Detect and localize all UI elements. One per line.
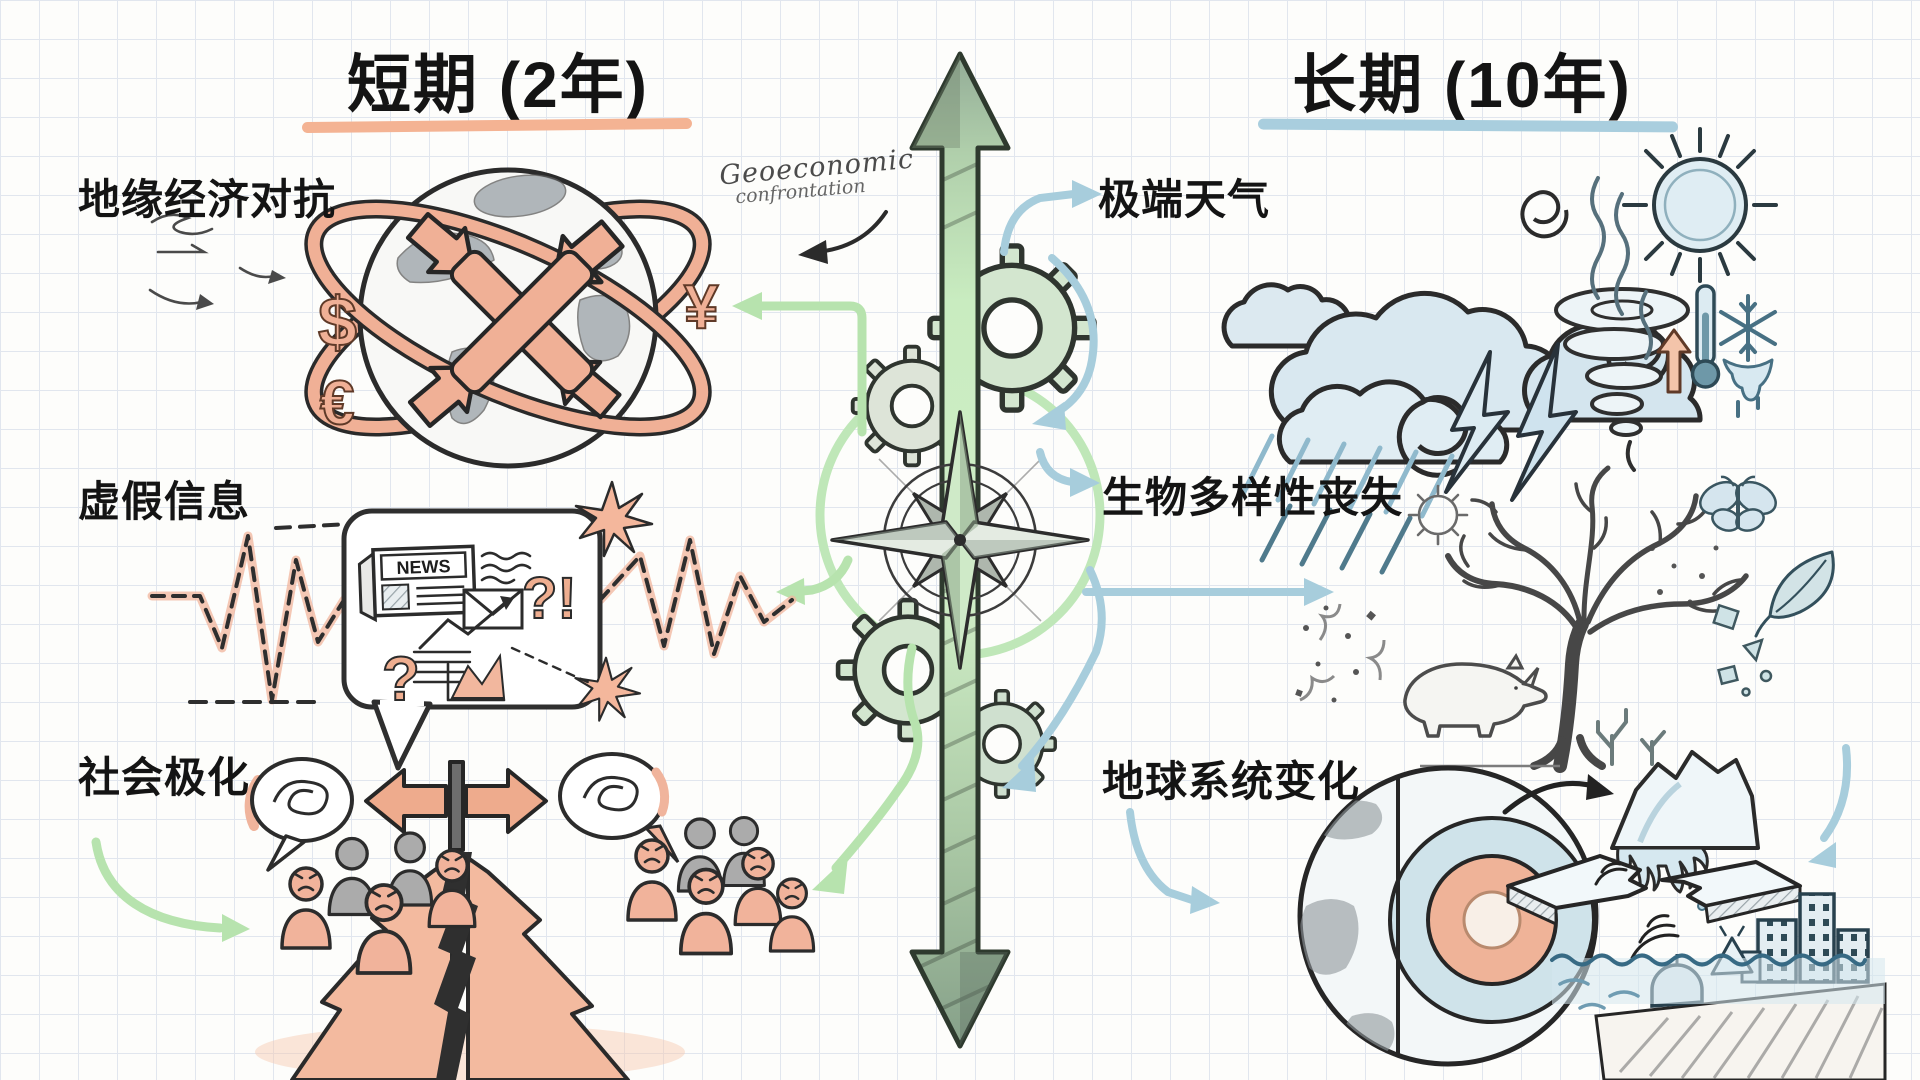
flooded-city-icon (1550, 892, 1887, 1080)
rain-icon (1239, 433, 1455, 575)
connector-arrow-to-geoeconomic (732, 292, 867, 437)
yen-icon: ¥ (684, 273, 719, 342)
connector-arrow-to-misinformation (776, 555, 853, 605)
label-social-polarization: 社会极化 (78, 754, 251, 801)
coral-icon (1596, 708, 1666, 766)
heat-waves-icon (1590, 176, 1653, 360)
svg-text:NEWS: NEWS (396, 556, 451, 578)
connector-arrow-to-polarization (812, 643, 923, 894)
connector-arc-to-earth-system (1002, 566, 1106, 792)
sketch-scribbles (148, 213, 286, 310)
lightning-icon (1444, 342, 1578, 502)
connector-arrow-to-extreme-weather (1000, 180, 1102, 256)
fragments (1712, 603, 1773, 697)
short-term-title: 短期 (2年) (347, 49, 649, 121)
connector-arc-to-city (1808, 744, 1852, 868)
svg-text:?: ? (382, 645, 420, 714)
snowflake-icon (1719, 294, 1777, 418)
thought-bubble-icon-left (244, 757, 354, 872)
dollar-icon: $ (318, 283, 357, 361)
euro-icon: € (320, 369, 354, 438)
earth-to-glacier-arrow (1502, 774, 1614, 815)
compass-rose-icon (830, 410, 1090, 670)
label-geoeconomic-confrontation: 地缘经济对抗 (78, 176, 337, 223)
leaf-icon (1754, 550, 1835, 638)
bubble-content (412, 551, 594, 702)
question-mark-icons: ?! ? (381, 565, 578, 715)
sketch-sun-small (1407, 484, 1469, 546)
storm-cloud-icon (1221, 190, 1703, 478)
thermometer-icon (1656, 284, 1721, 394)
melting-glacier-icon (1610, 750, 1760, 911)
dissolving-particles-icon (1295, 545, 1719, 703)
currency-symbols: $ € ¥ (317, 272, 720, 439)
label-extreme-weather: 极端天气 (1098, 176, 1271, 223)
connector-arrow-biodiversity-horizontal (1082, 578, 1334, 606)
thought-bubble-icon-right (558, 752, 680, 864)
opposing-arrows-icon (364, 760, 548, 852)
connector-arrow-label-to-earth (1126, 808, 1220, 914)
rhino-icon (1403, 653, 1560, 768)
handwriting-arrow (798, 210, 888, 264)
signal-zigzag-icon (147, 522, 797, 705)
svg-text:?!: ?! (522, 566, 577, 631)
tornado-icon (1554, 287, 1690, 472)
sun-icon (1622, 127, 1778, 283)
x-mark-icon (449, 249, 595, 395)
butterfly-icon (1699, 475, 1777, 532)
breaking-ice-sheet-icon (1506, 854, 1802, 960)
label-biodiversity-loss: 生物多样性丧失 (1102, 474, 1404, 521)
connector-arrow-label-to-crowd (91, 837, 250, 942)
label-earth-system-change: 地球系统变化 (1102, 758, 1361, 805)
long-term-title: 长期 (10年) (1292, 49, 1632, 121)
connector-arrow-to-biodiversity (1036, 448, 1100, 497)
label-misinformation: 虚假信息 (78, 478, 251, 525)
dead-tree-icon (1445, 465, 1749, 773)
newspaper-icon: NEWS (357, 544, 477, 623)
connector-arc-weather-to-biodiversity (1032, 254, 1098, 430)
